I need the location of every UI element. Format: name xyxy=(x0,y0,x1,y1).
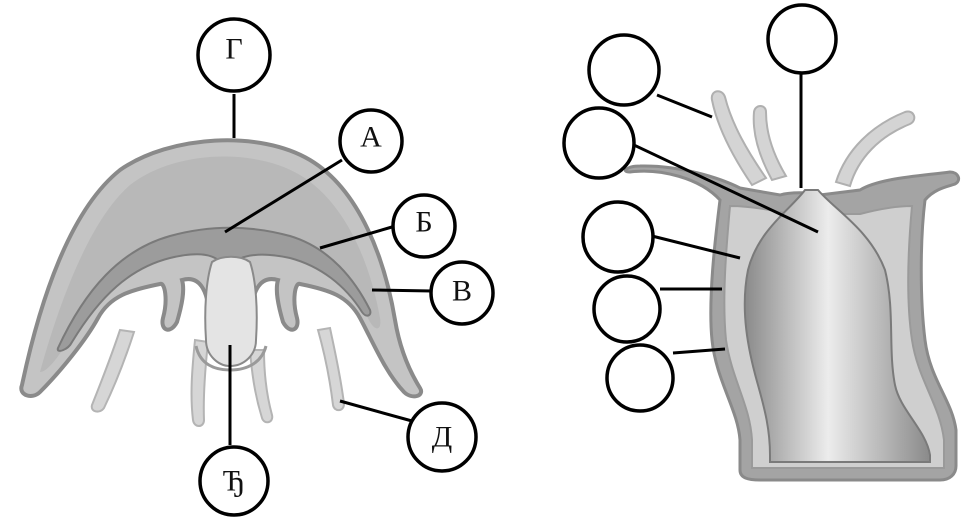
polyp-label-1[interactable] xyxy=(768,5,836,73)
polyp-label-5[interactable] xyxy=(594,276,660,342)
label-d: Д xyxy=(408,403,476,471)
label-b-text: Б xyxy=(415,206,432,239)
polyp-figure xyxy=(564,5,959,480)
label-v-text: В xyxy=(452,275,472,308)
label-a: А xyxy=(340,110,402,172)
medusa-figure: Г А Б В Д Ђ xyxy=(21,19,493,515)
polyp-label-4[interactable] xyxy=(583,202,653,272)
leader-line-v xyxy=(372,290,432,291)
label-g: Г xyxy=(198,19,270,91)
label-v: В xyxy=(431,262,493,324)
leader-line-d xyxy=(340,401,412,421)
label-d-text: Д xyxy=(432,421,452,454)
label-a-text: А xyxy=(360,121,382,154)
label-dj: Ђ xyxy=(200,447,268,515)
label-dj-text: Ђ xyxy=(223,465,246,498)
polyp-label-2[interactable] xyxy=(589,35,659,105)
polyp-label-3[interactable] xyxy=(564,108,634,178)
label-b: Б xyxy=(393,195,455,257)
polyp-label-6[interactable] xyxy=(607,345,673,411)
polyp-leader-2 xyxy=(657,95,712,117)
label-g-text: Г xyxy=(225,33,242,66)
polyp-tentacles xyxy=(712,91,915,186)
